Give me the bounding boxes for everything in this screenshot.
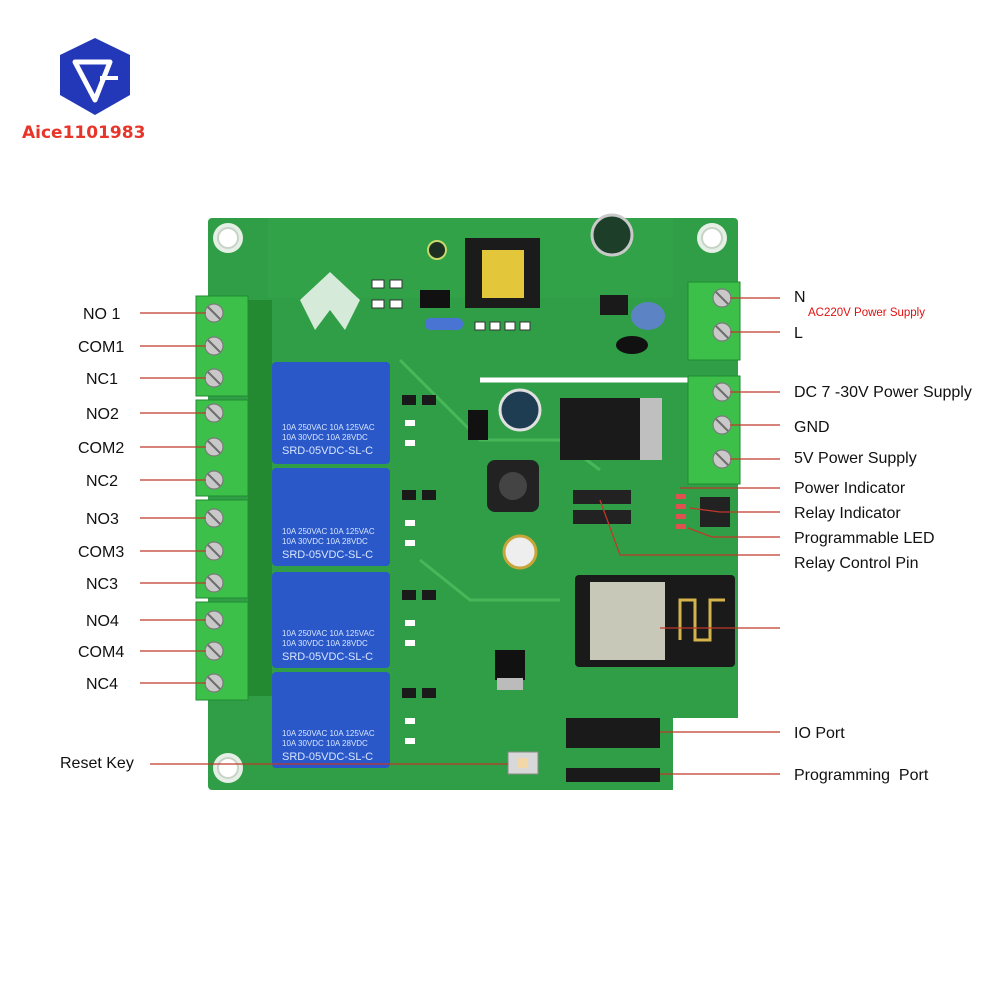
svg-text:10A 30VDC 10A 28VDC: 10A 30VDC 10A 28VDC <box>282 739 368 748</box>
logo-shield-icon <box>60 38 130 115</box>
svg-text:10A 250VAC 10A 125VAC: 10A 250VAC 10A 125VAC <box>282 629 375 638</box>
label-5v-power: 5V Power Supply <box>794 450 917 467</box>
label-dc-power: DC 7 -30V Power Supply <box>794 384 972 401</box>
label-nc3: NC3 <box>86 576 118 593</box>
label-ac-power: AC220V Power Supply <box>808 307 925 319</box>
label-no2: NO2 <box>86 406 119 423</box>
brand-logo: Aice1101983 <box>22 38 145 143</box>
svg-text:SRD-05VDC-SL-C: SRD-05VDC-SL-C <box>282 549 373 561</box>
label-nc2: NC2 <box>86 473 118 490</box>
svg-text:10A 30VDC 10A 28VDC: 10A 30VDC 10A 28VDC <box>282 639 368 648</box>
programming-port-header <box>566 768 660 782</box>
logo-text: Aice1101983 <box>22 123 145 143</box>
left-labels: NO 1 COM1 NC1 NO2 COM2 NC2 NO3 COM3 NC3 … <box>60 306 134 772</box>
svg-text:SRD-05VDC-SL-C: SRD-05VDC-SL-C <box>282 445 373 457</box>
label-gnd: GND <box>794 419 830 436</box>
label-no1: NO 1 <box>83 306 120 323</box>
svg-text:10A 250VAC 10A 125VAC: 10A 250VAC 10A 125VAC <box>282 729 375 738</box>
label-com4: COM4 <box>78 644 124 661</box>
label-no4: NO4 <box>86 613 119 630</box>
left-terminal-blocks <box>195 295 272 701</box>
right-labels: N AC220V Power Supply L DC 7 -30V Power … <box>794 289 972 784</box>
label-reset-key: Reset Key <box>60 755 134 772</box>
label-com2: COM2 <box>78 440 124 457</box>
relay-4: 10A 250VAC 10A 125VAC 10A 30VDC 10A 28VD… <box>272 672 390 768</box>
label-relay-control-pin: Relay Control Pin <box>794 555 919 572</box>
svg-text:10A 250VAC 10A 125VAC: 10A 250VAC 10A 125VAC <box>282 527 375 536</box>
label-nc4: NC4 <box>86 676 118 693</box>
label-io-port: IO Port <box>794 725 845 742</box>
label-programming-port: Programming Port <box>794 767 929 784</box>
label-com1: COM1 <box>78 339 124 356</box>
label-n: N <box>794 289 806 306</box>
capacitor <box>590 213 634 257</box>
leader-lines <box>140 297 780 775</box>
label-com3: COM3 <box>78 544 124 561</box>
relay-2: 10A 250VAC 10A 125VAC 10A 30VDC 10A 28VD… <box>272 468 390 566</box>
relay-1: 10A 250VAC 10A 125VAC 10A 30VDC 10A 28VD… <box>272 362 390 464</box>
svg-text:10A 30VDC 10A 28VDC: 10A 30VDC 10A 28VDC <box>282 433 368 442</box>
board-logo-icon <box>300 272 360 330</box>
label-l: L <box>794 325 803 342</box>
label-no3: NO3 <box>86 511 119 528</box>
pcb-board: 10A 250VAC 10A 125VAC 10A 30VDC 10A 28VD… <box>195 213 741 790</box>
svg-text:SRD-05VDC-SL-C: SRD-05VDC-SL-C <box>282 651 373 663</box>
io-port-header <box>566 718 660 748</box>
svg-text:SRD-05VDC-SL-C: SRD-05VDC-SL-C <box>282 751 373 763</box>
wifi-module <box>575 575 735 667</box>
svg-text:10A 250VAC 10A 125VAC: 10A 250VAC 10A 125VAC <box>282 423 375 432</box>
relay-3: 10A 250VAC 10A 125VAC 10A 30VDC 10A 28VD… <box>272 572 390 668</box>
right-terminal-blocks <box>687 281 741 485</box>
svg-text:10A 30VDC 10A 28VDC: 10A 30VDC 10A 28VDC <box>282 537 368 546</box>
label-nc1: NC1 <box>86 371 118 388</box>
label-power-indicator: Power Indicator <box>794 480 906 497</box>
label-relay-indicator: Relay Indicator <box>794 505 901 522</box>
label-programmable-led: Programmable LED <box>794 530 935 547</box>
